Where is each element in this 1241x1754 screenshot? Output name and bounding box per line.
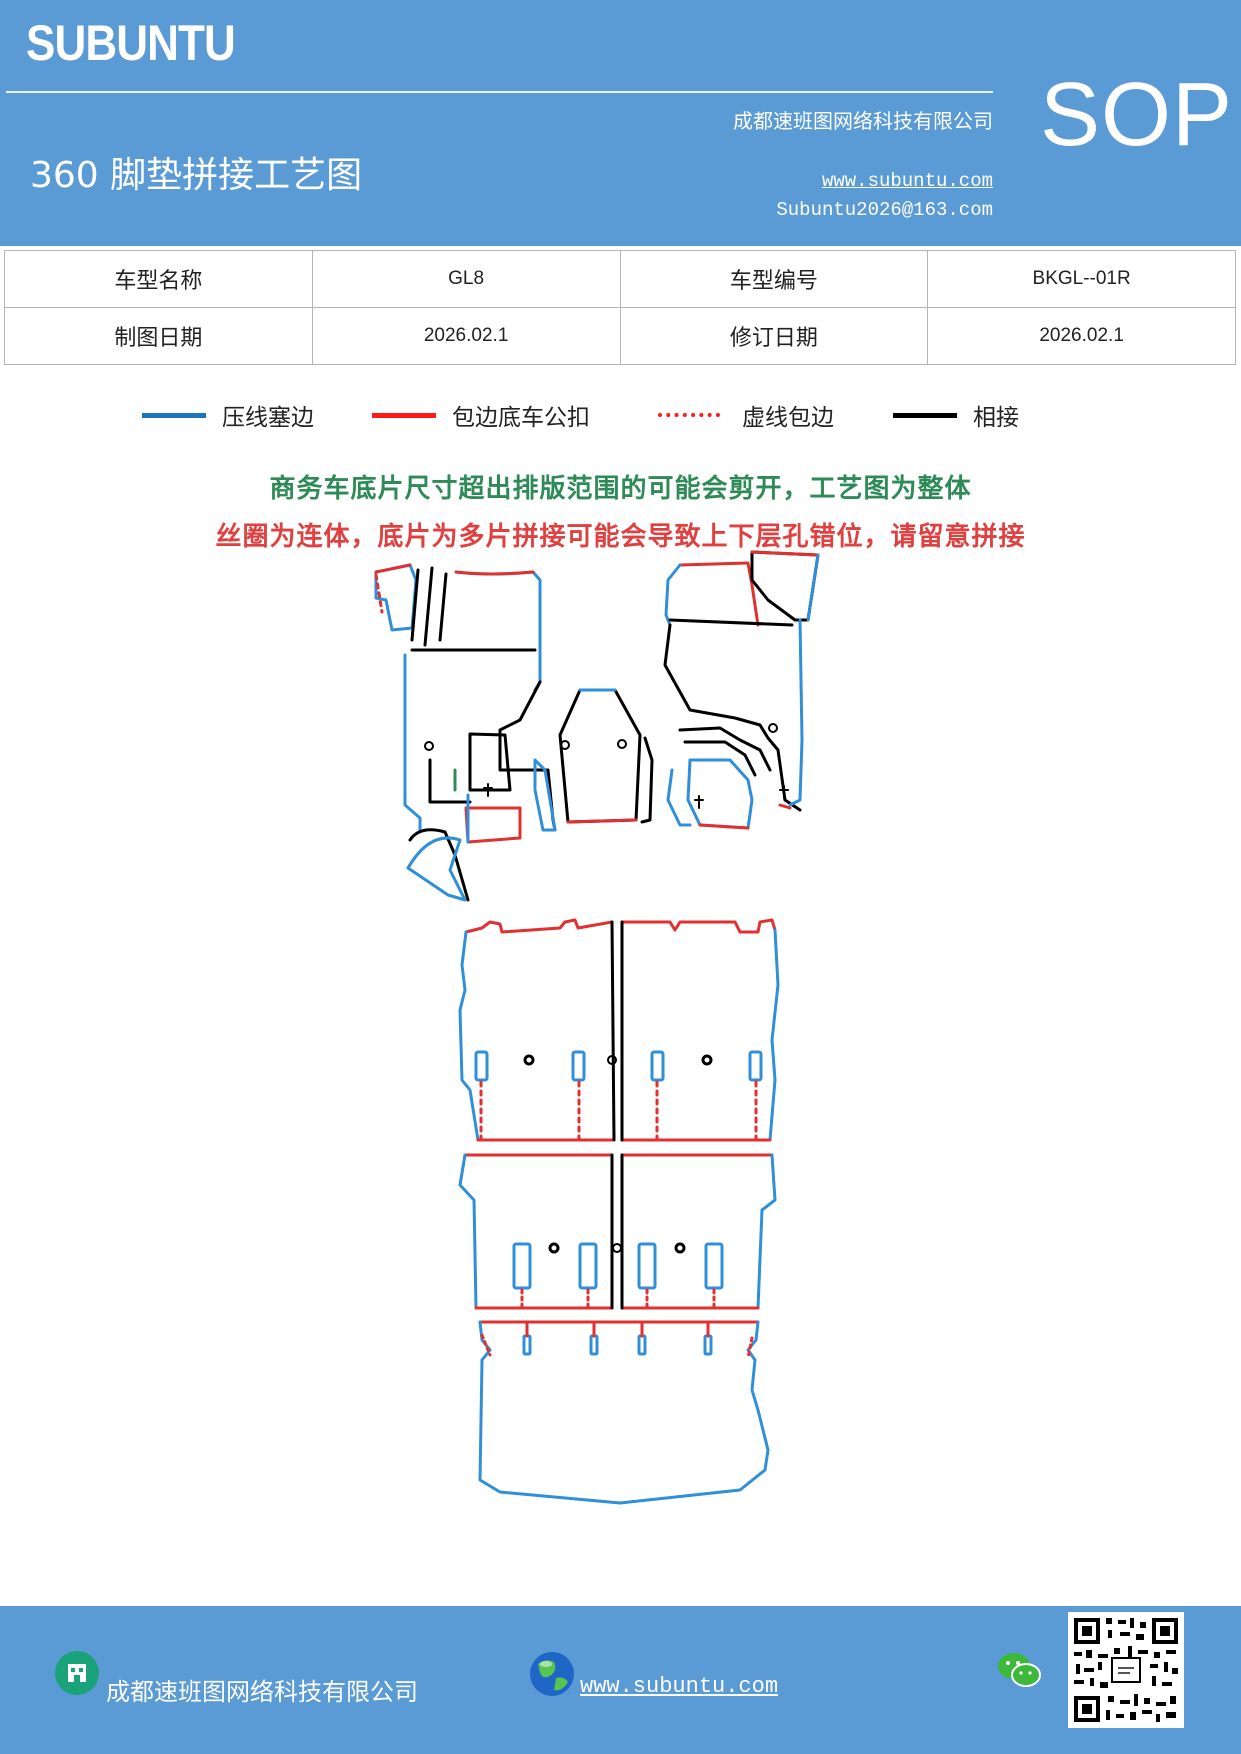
legend-label: 包边底车公扣 — [452, 405, 590, 431]
notice-line-2: 丝圈为连体，底片为多片拼接可能会导致上下层孔错位，请留意拼接 — [215, 522, 1026, 552]
brand-logo: SUBUNTU — [26, 15, 236, 71]
model-code-value: BKGL--01R — [927, 250, 1236, 308]
table-row: 制图日期 2026.02.1 修订日期 2026.02.1 — [4, 307, 1236, 365]
info-table: 车型名称 GL8 车型编号 BKGL--01R 制图日期 2026.02.1 修… — [4, 250, 1236, 365]
legend-item-join: 相接 — [893, 398, 1019, 432]
middle-right-mat — [620, 918, 780, 1142]
model-name-value: GL8 — [311, 250, 621, 308]
header-website-link[interactable]: www.subuntu.com — [821, 170, 993, 192]
legend-swatch-black — [893, 412, 957, 418]
header-company: 成都速班图网络科技有限公司 — [733, 109, 993, 133]
header-divider — [6, 91, 993, 93]
third-row-mat — [478, 1320, 770, 1505]
notice-line-1: 商务车底片尺寸超出排版范围的可能会剪开，工艺图为整体 — [269, 474, 972, 504]
legend-item-press-line: 压线塞边 — [142, 398, 314, 432]
wechat-icon — [998, 1653, 1041, 1687]
legend-label: 压线塞边 — [222, 405, 314, 431]
footer-company: 成都速班图网络科技有限公司 — [106, 1678, 418, 1706]
model-name-label: 车型名称 — [4, 250, 313, 308]
second-row-left-mat — [458, 1153, 622, 1310]
middle-left-mat — [458, 918, 617, 1142]
legend-label: 相接 — [973, 405, 1019, 431]
legend-swatch-blue — [142, 412, 206, 418]
qr-code — [1068, 1612, 1184, 1728]
front-right-mat — [483, 550, 820, 830]
header-email: Subuntu2026@163.com — [776, 199, 993, 221]
front-center-mat — [498, 680, 654, 832]
building-icon — [55, 1651, 99, 1695]
page-title: 360 脚垫拼接工艺图 — [30, 155, 363, 196]
model-code-label: 车型编号 — [619, 250, 929, 308]
front-left-mat — [374, 563, 542, 902]
sop-badge: SOP — [1040, 65, 1234, 165]
header-banner: SUBUNTU 成都速班图网络科技有限公司 360 脚垫拼接工艺图 www.su… — [0, 0, 1241, 246]
legend-item-red-edge: 包边底车公扣 — [372, 398, 590, 432]
footer-website-link[interactable]: www.subuntu.com — [580, 1674, 779, 1699]
footer-banner: 成都速班图网络科技有限公司 www.subuntu.com — [0, 1606, 1241, 1754]
legend-swatch-dotted — [658, 413, 720, 417]
revise-date-label: 修订日期 — [619, 307, 929, 365]
revise-date-value: 2026.02.1 — [927, 307, 1236, 365]
globe-icon — [530, 1652, 574, 1696]
draw-date-label: 制图日期 — [4, 307, 313, 365]
legend-label: 虚线包边 — [742, 405, 834, 431]
second-row-right-mat — [620, 1153, 777, 1310]
legend-swatch-red — [372, 412, 436, 418]
draw-date-value: 2026.02.1 — [311, 307, 621, 365]
legend-item-dotted-edge: 虚线包边 — [658, 398, 834, 432]
table-row: 车型名称 GL8 车型编号 BKGL--01R — [4, 250, 1236, 308]
